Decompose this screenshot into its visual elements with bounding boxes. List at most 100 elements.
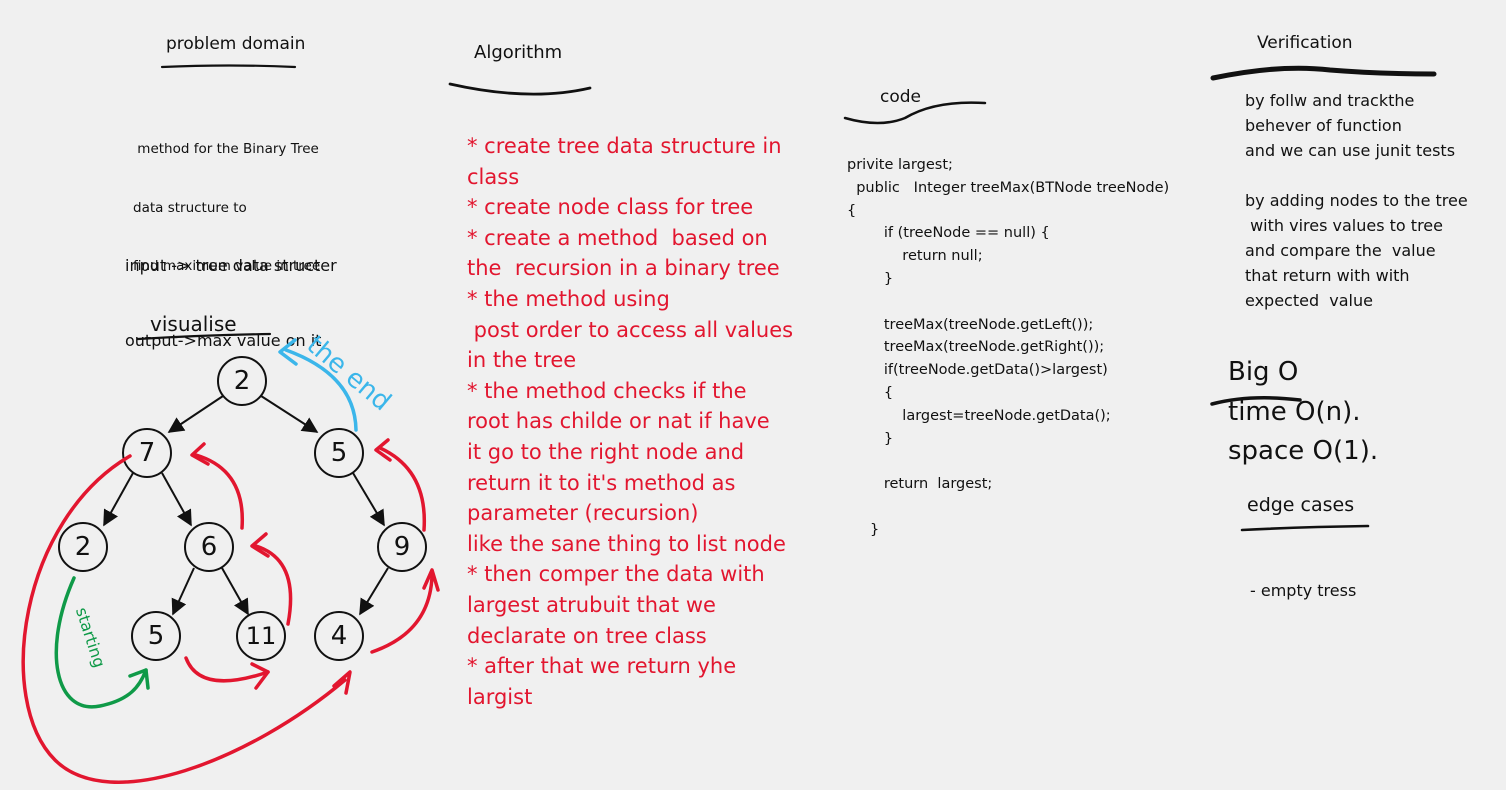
- code-line: ​: [847, 450, 1169, 473]
- time-complexity: time O(n).: [1228, 397, 1361, 427]
- problem-domain-description: method for the Binary Tree data structur…: [133, 101, 320, 296]
- algorithm-line: the recursion in a binary tree: [467, 256, 780, 281]
- code-line: return largest;: [847, 476, 993, 493]
- algorithm-line: * the method using: [467, 286, 670, 311]
- code-line: largest=treeNode.getData();: [847, 407, 1111, 424]
- verification-line: behever of function: [1245, 116, 1402, 135]
- code-line: treeMax(treeNode.getLeft());: [847, 316, 1094, 333]
- verification-line: and we can use junit tests: [1245, 141, 1456, 160]
- tree-edge: [257, 393, 319, 433]
- traversal-arrow-red: [184, 656, 270, 683]
- algorithm-line: class: [467, 164, 520, 189]
- verification-line: ​: [1245, 163, 1468, 188]
- node-label: 11: [245, 622, 277, 650]
- node-label: 7: [138, 438, 156, 468]
- visualise-heading: visualise: [150, 312, 237, 336]
- code-line: public Integer treeMax(BTNode treeNode): [847, 179, 1170, 196]
- verification-heading: Verification: [1257, 33, 1353, 53]
- tree-edge: [359, 567, 389, 616]
- code-line: if (treeNode == null) {: [847, 225, 1050, 242]
- traversal-arrow-red: [370, 574, 434, 654]
- code-heading: code: [880, 87, 921, 107]
- verification-line: expected value: [1245, 291, 1373, 310]
- algorithm-line: * after that we return yhe: [467, 654, 737, 679]
- tree-node-11: [236, 611, 286, 661]
- algorithm-line: post order to access all values: [467, 317, 794, 342]
- input-output-spec: input -> tree data structer output->max …: [125, 203, 337, 378]
- algorithm-line: * create tree data structure in: [467, 134, 782, 158]
- code-line: }: [847, 270, 894, 287]
- description-line: find maximum value in tree: [133, 258, 321, 274]
- code-line: }: [847, 521, 880, 538]
- end-arrow-blue: [284, 348, 358, 432]
- algorithm-line: parameter (recursion): [467, 501, 699, 526]
- verification-line: that return with with: [1245, 266, 1410, 285]
- traversal-arrow-red: [378, 446, 427, 532]
- verification-line: with vires values to tree: [1245, 216, 1443, 235]
- tree-node-6: [184, 522, 234, 572]
- code-line: ​: [847, 496, 1169, 519]
- space-complexity: space O(1).: [1228, 436, 1379, 466]
- tree-edge: [352, 472, 385, 527]
- tree-edge: [221, 567, 249, 616]
- edge-case-item: - empty tress: [1250, 581, 1357, 600]
- verification-text: by follw and trackthe behever of functio…: [1245, 88, 1468, 313]
- algorithm-line: return it to it's method as: [467, 470, 736, 495]
- algorithm-line: it go to the right node and: [467, 439, 745, 464]
- algorithm-line: like the sane thing to list node: [467, 531, 786, 556]
- traversal-arrow-red: [21, 454, 347, 784]
- edge-cases-heading: edge cases: [1247, 494, 1355, 516]
- tree-edge: [161, 472, 192, 527]
- tree-edge: [167, 393, 227, 433]
- node-label: 5: [147, 621, 165, 651]
- code-line: treeMax(treeNode.getRight());: [847, 339, 1105, 356]
- code-line: if(treeNode.getData()>largest): [847, 362, 1108, 379]
- big-o-heading: Big O: [1228, 357, 1299, 387]
- algorithm-line: * create a method based on: [467, 225, 768, 250]
- node-label: 9: [393, 532, 411, 562]
- start-arrow-green: [54, 576, 148, 709]
- algorithm-line: in the tree: [467, 348, 577, 373]
- tree-node-5-right: [314, 428, 364, 478]
- description-line: method for the Binary Tree: [133, 141, 319, 157]
- traversal-arrow-red: [254, 544, 293, 626]
- node-label: 6: [200, 532, 218, 562]
- code-line: {: [847, 202, 857, 219]
- node-label: 2: [74, 532, 92, 562]
- tree-node-7: [122, 428, 172, 478]
- algorithm-line: * create node class for tree: [467, 195, 754, 220]
- algorithm-line: * the method checks if the: [467, 378, 747, 403]
- traversal-arrow-red: [194, 453, 245, 530]
- code-line: privite largest;: [847, 157, 953, 173]
- algorithm-line: * then comper the data with: [467, 562, 765, 587]
- node-label: 5: [330, 438, 348, 468]
- input-line: input -> tree data structer: [125, 256, 337, 275]
- tree-edge: [171, 567, 195, 616]
- tree-node-9: [377, 522, 427, 572]
- verification-line: by adding nodes to the tree: [1245, 191, 1468, 210]
- description-line: data structure to: [133, 199, 247, 216]
- verification-line: by follw and trackthe: [1245, 91, 1415, 110]
- code-line: }: [847, 430, 894, 447]
- code-block: privite largest; public Integer treeMax(…: [847, 154, 1169, 542]
- node-label: 4: [330, 621, 348, 651]
- problem-domain-heading: problem domain: [166, 34, 306, 54]
- tree-edge: [103, 472, 134, 527]
- algorithm-line: root has childe or nat if have: [467, 409, 770, 434]
- algorithm-heading: Algorithm: [474, 42, 563, 63]
- code-line: ​: [847, 291, 1169, 314]
- algorithm-line: largest atrubuit that we: [467, 592, 716, 617]
- tree-node-5-leaf: [131, 611, 181, 661]
- tree-node-2-root: [217, 356, 267, 406]
- node-label: 2: [233, 366, 251, 396]
- tree-node-2-leaf: [58, 522, 108, 572]
- algorithm-steps: * create tree data structure in class * …: [467, 131, 793, 712]
- algorithm-line: largist: [467, 684, 533, 709]
- verification-line: and compare the value: [1245, 241, 1436, 260]
- tree-node-4: [314, 611, 364, 661]
- algorithm-line: declarate on tree class: [467, 623, 707, 648]
- code-line: return null;: [847, 248, 983, 265]
- code-line: {: [847, 384, 894, 401]
